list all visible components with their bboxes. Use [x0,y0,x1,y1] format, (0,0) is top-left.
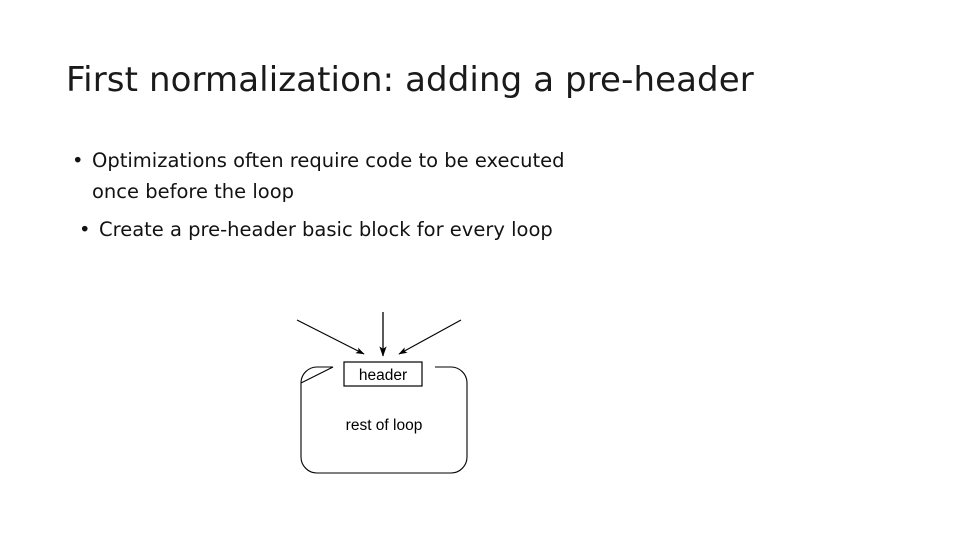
diagram-svg: header rest of loop [296,312,468,474]
bullet-point-icon: • [79,218,91,241]
loop-with-preheader-diagram: header rest of loop [280,300,490,490]
list-item-label: Create a pre-header basic block for ever… [99,218,553,241]
incoming-edge-left-arrow-icon [296,319,365,355]
loop-body-shape [300,366,468,474]
loop-body-label: rest of loop [346,417,423,434]
list-item: • Optimizations often require code to be… [72,146,722,207]
incoming-edge-right-arrow-icon [398,319,462,355]
list-item-label: Optimizations often require code to be e… [92,149,565,203]
bullet-point-icon: • [72,149,84,172]
header-block-label: header [359,367,407,384]
page-title: First normalization: adding a pre-header [66,60,754,100]
header-block-shape [343,361,423,387]
list-item: • Create a pre-header basic block for ev… [72,215,722,246]
bullet-list: • Optimizations often require code to be… [72,146,722,246]
